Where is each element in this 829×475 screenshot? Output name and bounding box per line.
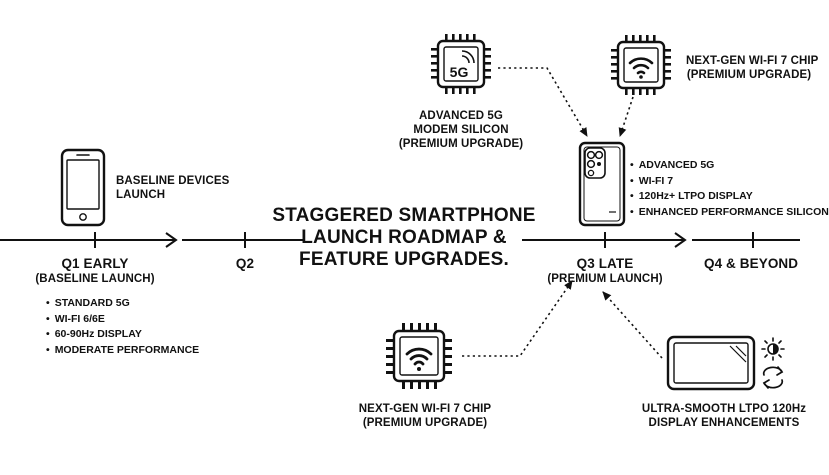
premium-feature-item: ENHANCED PERFORMANCE SILICON — [630, 205, 829, 221]
connector-wifi-top — [618, 96, 634, 137]
milestone-q3: Q3 LATE (PREMIUM LAUNCH) — [530, 256, 680, 286]
baseline-device-label: BASELINE DEVICES LAUNCH — [116, 174, 229, 202]
connector-display — [602, 291, 663, 359]
display-label-line-1: ULTRA-SMOOTH LTPO 120Hz — [641, 403, 807, 415]
title-line-1: STAGGERED SMARTPHONE — [272, 205, 536, 226]
milestone-q1-name: Q1 EARLY — [61, 256, 129, 271]
milestone-q3-sub: (PREMIUM LAUNCH) — [547, 273, 663, 285]
sun-brightness-icon — [761, 337, 785, 361]
modem-label-line-3: (PREMIUM UPGRADE) — [398, 138, 524, 150]
baseline-feature-item: WI-FI 6/6E — [46, 312, 199, 328]
wifi-top-label-line-2: (PREMIUM UPGRADE) — [686, 69, 812, 81]
wifi-top-upgrade-label: NEXT-GEN WI-FI 7 CHIP (PREMIUM UPGRADE) — [686, 54, 819, 82]
chip-icon: 5G — [431, 34, 491, 94]
baseline-feature-item: STANDARD 5G — [46, 296, 199, 312]
wifi-top-label-line-1: NEXT-GEN WI-FI 7 CHIP — [686, 55, 819, 67]
premium-feature-item: ADVANCED 5G — [630, 158, 829, 174]
premium-feature-item: WI-FI 7 — [630, 174, 829, 190]
display-panel-icon — [666, 335, 756, 391]
display-label-clip: ULTRA-SMOOTH LTPO 120Hz DISPLAY ENHANCEM… — [630, 402, 806, 434]
connectors — [462, 67, 663, 359]
premium-phone-icon — [578, 141, 626, 227]
wifi-bottom-label-line-2: (PREMIUM UPGRADE) — [362, 417, 488, 429]
milestone-q1: Q1 EARLY (BASELINE LAUNCH) — [20, 256, 170, 286]
wifi-chip-bottom-icon — [386, 323, 452, 389]
premium-feature-clip: ADVANCED 5G WI-FI 7 120Hz+ LTPO DISPLAY … — [630, 158, 829, 220]
title-line-3: FEATURE UPGRADES. — [299, 249, 509, 270]
connector-wifi-bottom — [462, 280, 573, 357]
diagram-title: STAGGERED SMARTPHONE LAUNCH ROADMAP & FE… — [270, 205, 538, 271]
milestone-q1-sub: (BASELINE LAUNCH) — [35, 273, 155, 285]
modem-label-line-1: ADVANCED 5G — [419, 110, 503, 122]
diagram-graphics: 5G — [0, 34, 800, 391]
baseline-device-label-line-1: BASELINE DEVICES — [116, 175, 230, 187]
premium-feature-item: 120Hz+ LTPO DISPLAY — [630, 189, 829, 205]
wifi-icon — [405, 347, 433, 371]
display-label-line-2: DISPLAY ENHANCEMENTS — [648, 417, 800, 429]
wifi-icon — [628, 57, 654, 79]
timeline-arrowhead-1 — [165, 232, 178, 248]
modem-upgrade-label: ADVANCED 5G MODEM SILICON (PREMIUM UPGRA… — [386, 109, 536, 151]
baseline-feature-item: 60-90Hz DISPLAY — [46, 327, 199, 343]
smartphone-icon — [60, 148, 106, 227]
premium-feature-list: ADVANCED 5G WI-FI 7 120Hz+ LTPO DISPLAY … — [630, 158, 829, 220]
modem-label-line-2: MODEM SILICON — [413, 124, 509, 136]
baseline-device-label-line-2: LAUNCH — [116, 189, 166, 201]
timeline — [0, 232, 800, 248]
milestone-q4: Q4 & BEYOND — [704, 256, 799, 271]
connector-modem — [498, 67, 588, 137]
refresh-cycle-icon — [762, 366, 784, 389]
milestone-q2: Q2 — [235, 256, 255, 271]
wifi-top-label-clip: NEXT-GEN WI-FI 7 CHIP (PREMIUM UPGRADE) — [680, 54, 818, 86]
wifi-bottom-label-line-1: NEXT-GEN WI-FI 7 CHIP — [358, 403, 492, 415]
baseline-feature-list: STANDARD 5G WI-FI 6/6E 60-90Hz DISPLAY M… — [46, 296, 199, 358]
milestone-q3-name: Q3 LATE — [576, 256, 634, 271]
display-upgrade-label: ULTRA-SMOOTH LTPO 120Hz DISPLAY ENHANCEM… — [638, 402, 810, 430]
timeline-arrowhead-2 — [674, 232, 687, 248]
roadmap-diagram: 5G — [0, 0, 800, 475]
baseline-feature-item: MODERATE PERFORMANCE — [46, 343, 199, 359]
title-line-2: LAUNCH ROADMAP & — [301, 227, 507, 248]
wifi-bottom-upgrade-label: NEXT-GEN WI-FI 7 CHIP (PREMIUM UPGRADE) — [350, 402, 500, 430]
wifi-chip-top-icon — [611, 35, 671, 95]
chip-5g-text: 5G — [450, 64, 469, 80]
